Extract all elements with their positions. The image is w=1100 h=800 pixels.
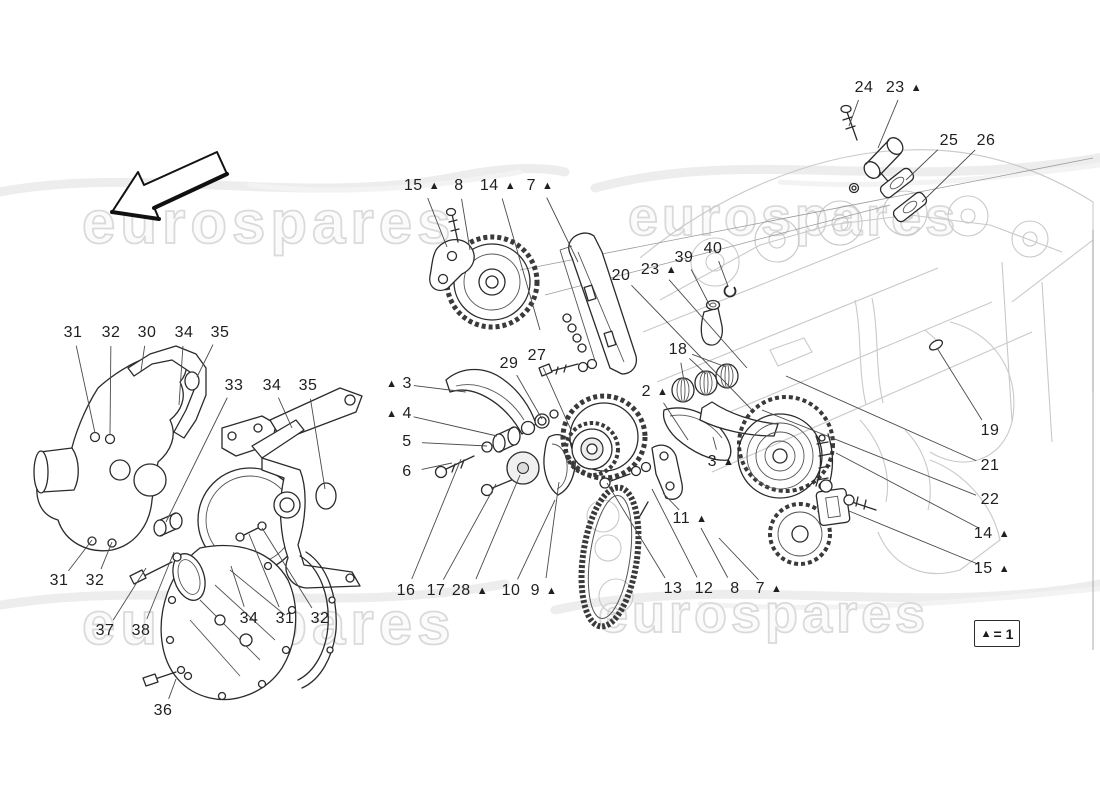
leader-line — [413, 416, 498, 437]
direction-arrow-icon — [110, 151, 229, 221]
leader-line — [109, 345, 112, 436]
leader-line — [168, 678, 177, 700]
leader-line — [668, 279, 748, 369]
leader-line — [835, 452, 979, 529]
leader-line — [421, 442, 488, 447]
leader-line — [309, 398, 326, 490]
leader-line — [718, 260, 729, 287]
leader-line — [662, 492, 680, 511]
legend-text: = 1 — [993, 625, 1014, 642]
triangle-icon: ▲ — [980, 627, 992, 640]
leader-line — [877, 99, 899, 149]
leader-line — [680, 362, 685, 382]
leader-line — [75, 345, 96, 434]
leader-line — [921, 149, 976, 203]
leader-line — [427, 197, 448, 248]
leader-line — [230, 565, 245, 607]
leader-line — [196, 344, 214, 378]
leader-line — [546, 197, 579, 263]
leader-line — [100, 541, 113, 570]
leader-line — [848, 510, 979, 565]
leader-line — [785, 375, 977, 462]
leader-line — [905, 149, 939, 181]
leader-line — [517, 499, 556, 580]
timing-chain-assembly-drawing — [429, 207, 835, 630]
leader-line — [411, 458, 462, 580]
leader-line — [691, 353, 727, 368]
leader-line — [606, 482, 666, 579]
leader-line — [261, 527, 313, 609]
leader-line — [475, 474, 521, 580]
leader-line — [689, 358, 707, 375]
leader-line — [761, 409, 977, 496]
leader-line — [718, 537, 759, 581]
watermark-text: eurospares — [598, 584, 929, 644]
leader-lines — [68, 99, 983, 700]
leader-line — [178, 345, 184, 406]
legend-box: ▲ = 1 — [974, 620, 1020, 647]
timing-cover-assembly-drawing — [33, 345, 363, 701]
tensioner-parts-drawing — [815, 104, 944, 527]
leader-line — [663, 402, 689, 441]
leader-line — [421, 462, 453, 470]
leader-line — [248, 533, 280, 608]
leader-line — [413, 385, 467, 393]
leader-line — [631, 284, 753, 411]
leader-line — [542, 367, 572, 431]
leader-line — [848, 99, 859, 127]
leader-line — [278, 397, 293, 429]
leader-line — [690, 269, 711, 307]
leader-line — [501, 198, 541, 331]
leader-line — [68, 539, 93, 572]
leader-line — [146, 551, 175, 620]
leader-line — [545, 481, 560, 579]
leader-line — [442, 483, 497, 580]
engine-block-ghost-drawing — [586, 149, 1094, 614]
leader-line — [700, 527, 729, 578]
leader-line — [165, 397, 228, 523]
leader-line — [112, 567, 147, 621]
leader-line — [461, 198, 471, 251]
leader-line — [516, 374, 543, 420]
leader-line — [712, 436, 717, 450]
leader-line — [651, 488, 698, 578]
leader-line — [140, 345, 146, 372]
leader-line — [936, 347, 983, 421]
